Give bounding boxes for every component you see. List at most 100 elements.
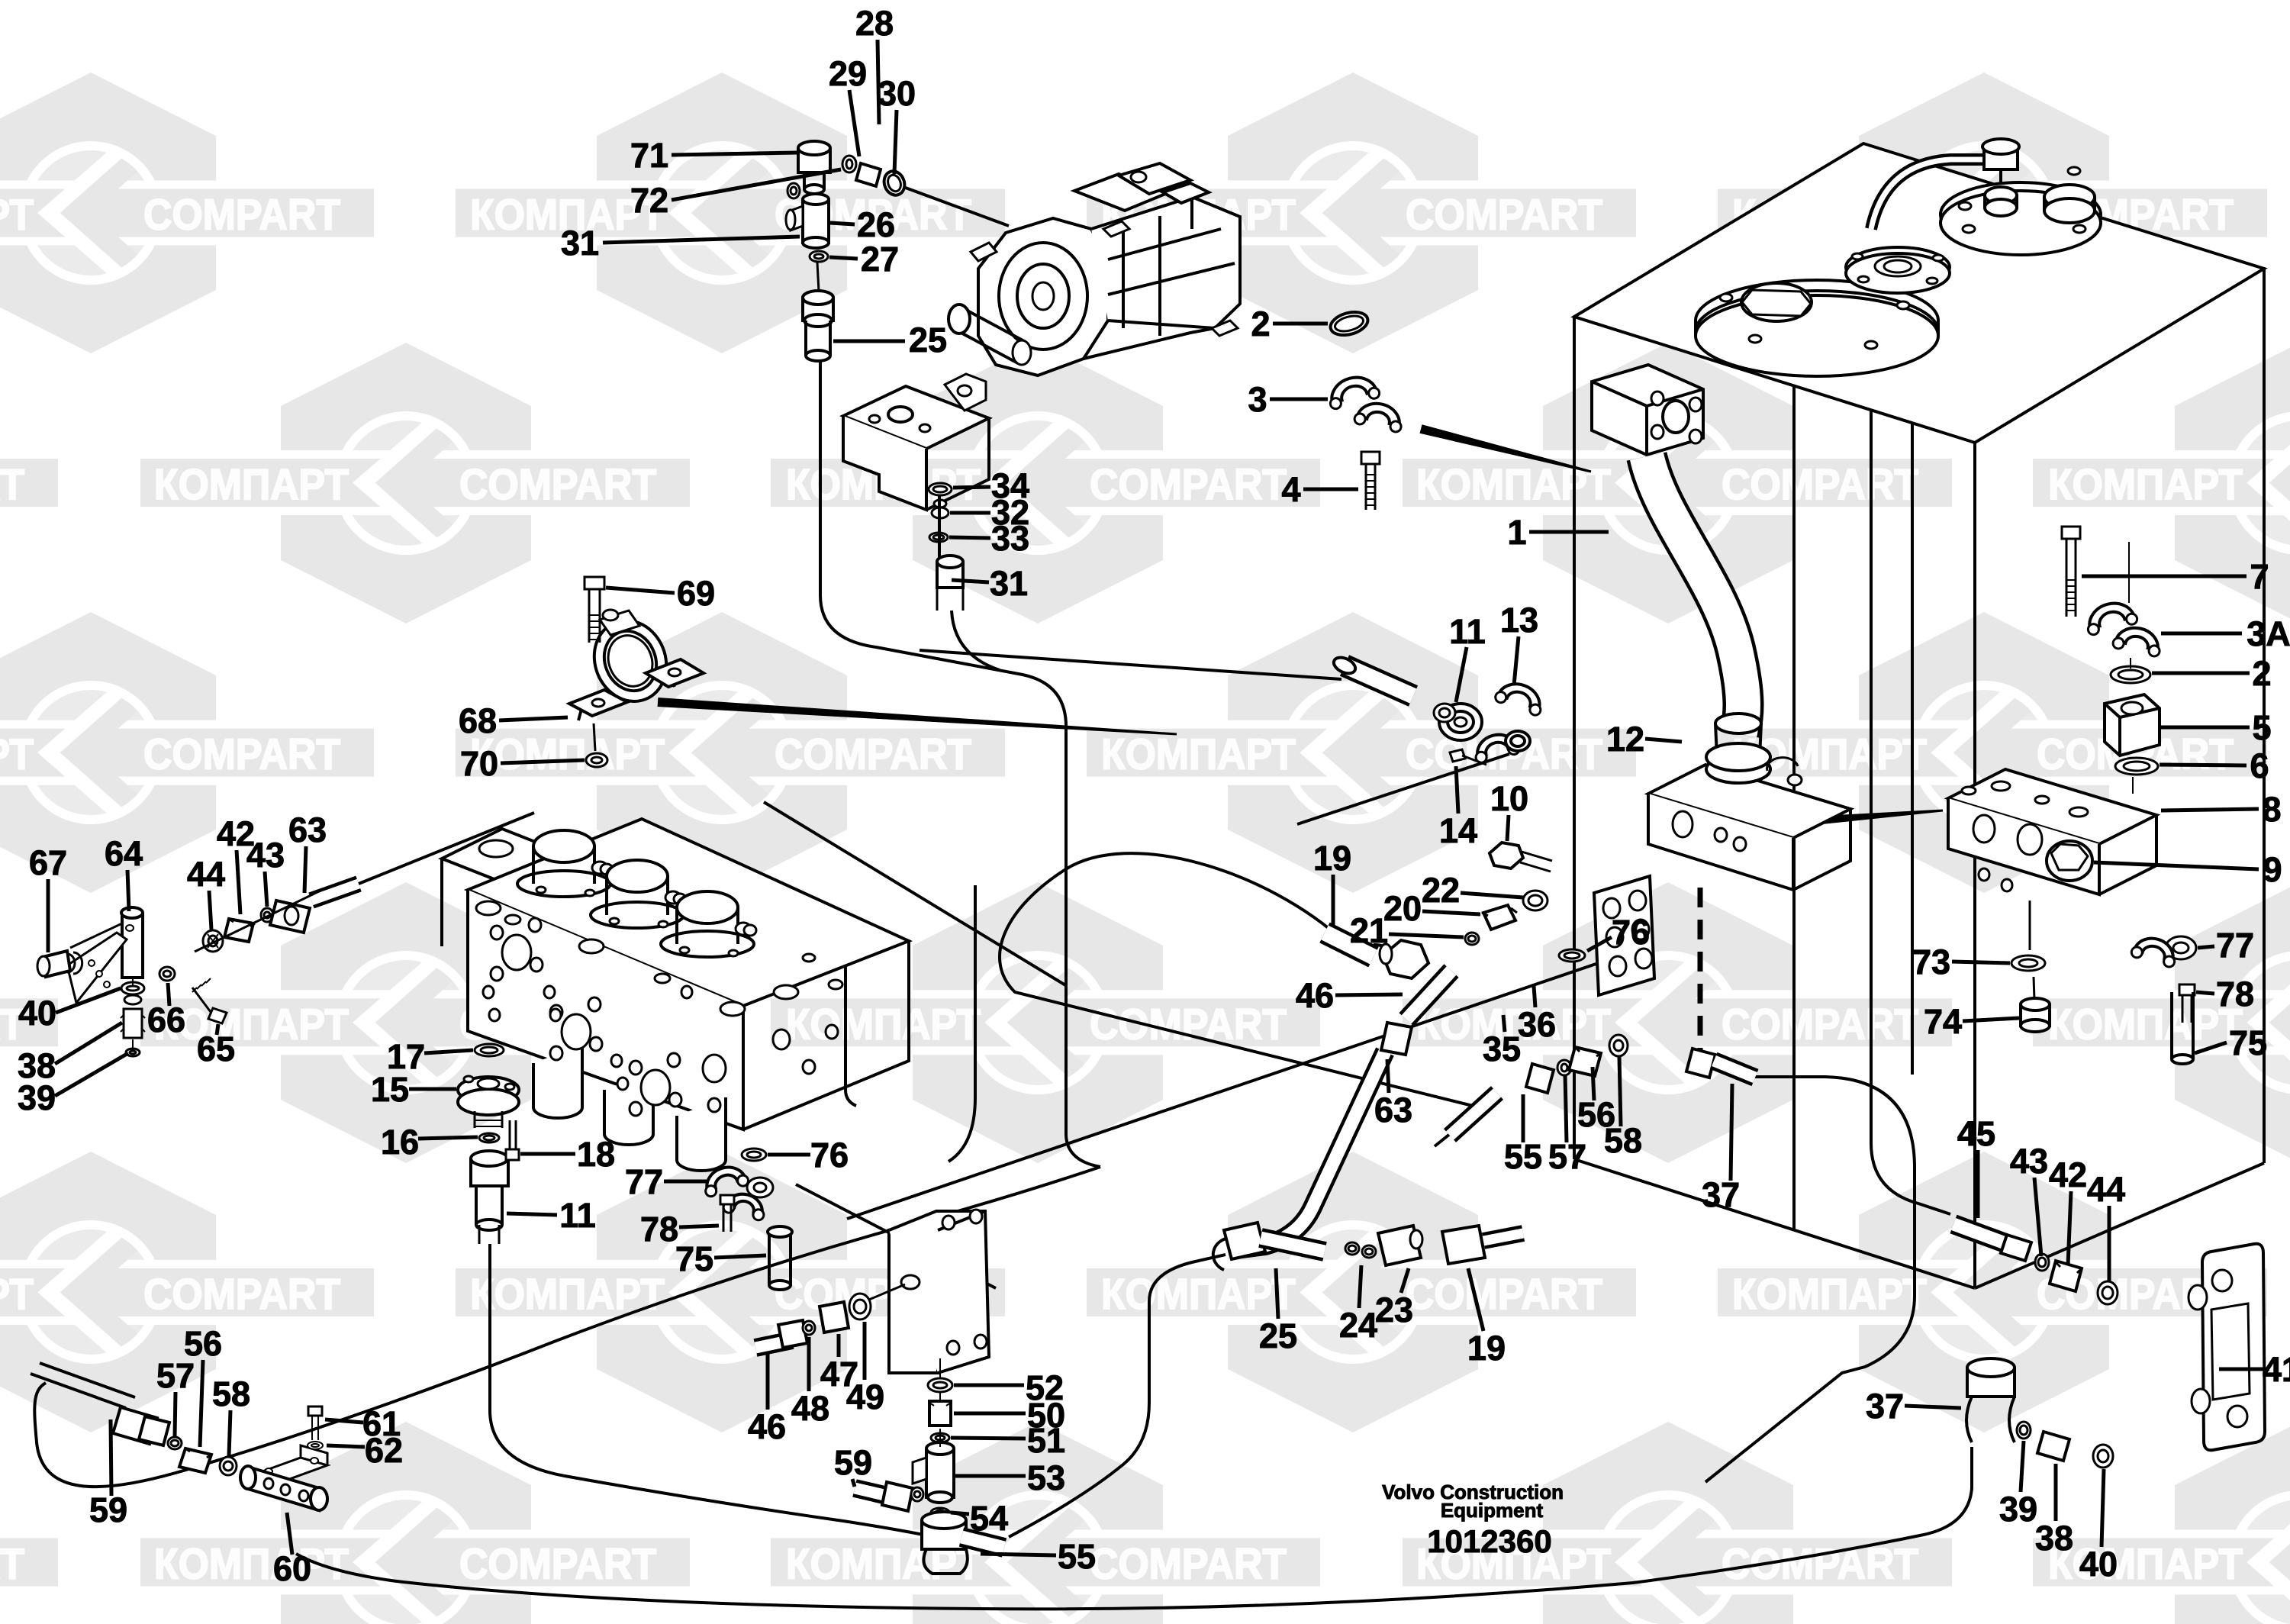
svg-text:КОМПАРТ: КОМПАРТ bbox=[1416, 1000, 1611, 1049]
svg-text:60: 60 bbox=[273, 1549, 311, 1588]
svg-text:COMPART: COMPART bbox=[0, 1540, 24, 1589]
svg-text:COMPART: COMPART bbox=[1722, 1540, 1918, 1589]
svg-text:КОМПАРТ: КОМПАРТ bbox=[470, 730, 665, 779]
svg-text:39: 39 bbox=[1999, 1490, 2037, 1529]
svg-text:31: 31 bbox=[990, 564, 1028, 603]
svg-text:77: 77 bbox=[625, 1162, 663, 1201]
svg-text:66: 66 bbox=[147, 1000, 185, 1039]
svg-text:COMPART: COMPART bbox=[1722, 1000, 1918, 1049]
svg-text:КОМПАРТ: КОМПАРТ bbox=[470, 191, 665, 240]
svg-text:3A: 3A bbox=[2247, 614, 2290, 653]
svg-text:62: 62 bbox=[365, 1431, 403, 1470]
svg-text:COMPART: COMPART bbox=[1406, 1270, 1602, 1319]
svg-text:37: 37 bbox=[1702, 1175, 1740, 1214]
svg-text:26: 26 bbox=[857, 205, 895, 244]
svg-text:КОМПАРТ: КОМПАРТ bbox=[1416, 460, 1611, 509]
svg-text:58: 58 bbox=[212, 1374, 250, 1413]
svg-text:52: 52 bbox=[1026, 1368, 1064, 1407]
svg-text:Volvo Construction: Volvo Construction bbox=[1382, 1481, 1564, 1503]
svg-text:COMPART: COMPART bbox=[143, 1270, 340, 1319]
svg-text:47: 47 bbox=[820, 1355, 858, 1394]
svg-text:76: 76 bbox=[810, 1136, 849, 1174]
svg-text:КОМПАРТ: КОМПАРТ bbox=[1101, 730, 1296, 779]
svg-text:КОМПАРТ: КОМПАРТ bbox=[0, 730, 34, 779]
svg-text:20: 20 bbox=[1383, 889, 1422, 928]
svg-text:COMPART: COMPART bbox=[0, 1000, 24, 1049]
svg-text:54: 54 bbox=[970, 1499, 1008, 1538]
svg-text:22: 22 bbox=[1422, 871, 1460, 910]
svg-text:75: 75 bbox=[675, 1239, 713, 1278]
svg-text:59: 59 bbox=[89, 1490, 127, 1529]
svg-text:COMPART: COMPART bbox=[1090, 460, 1287, 509]
svg-text:76: 76 bbox=[1612, 913, 1650, 952]
svg-text:30: 30 bbox=[878, 74, 916, 113]
svg-text:24: 24 bbox=[1339, 1306, 1377, 1345]
svg-text:КОМПАРТ: КОМПАРТ bbox=[0, 1270, 34, 1319]
svg-text:63: 63 bbox=[1374, 1091, 1412, 1129]
svg-text:50: 50 bbox=[1027, 1396, 1065, 1435]
svg-text:КОМПАРТ: КОМПАРТ bbox=[786, 1000, 981, 1049]
svg-text:37: 37 bbox=[1866, 1387, 1904, 1426]
svg-text:КОМПАРТ: КОМПАРТ bbox=[1732, 1270, 1927, 1319]
svg-text:42: 42 bbox=[217, 814, 255, 853]
svg-text:74: 74 bbox=[1924, 1002, 1962, 1041]
svg-text:36: 36 bbox=[1518, 1005, 1556, 1044]
svg-text:23: 23 bbox=[1375, 1290, 1413, 1329]
svg-text:44: 44 bbox=[2087, 1170, 2125, 1209]
svg-text:13: 13 bbox=[1500, 601, 1538, 640]
svg-text:КОМПАРТ: КОМПАРТ bbox=[0, 191, 34, 240]
svg-text:46: 46 bbox=[1296, 976, 1334, 1015]
svg-text:57: 57 bbox=[156, 1356, 195, 1395]
svg-text:33: 33 bbox=[991, 519, 1029, 558]
svg-text:49: 49 bbox=[846, 1378, 884, 1416]
svg-text:14: 14 bbox=[1439, 811, 1477, 850]
svg-text:2: 2 bbox=[1251, 304, 1270, 343]
svg-text:КОМПАРТ: КОМПАРТ bbox=[1416, 1540, 1611, 1589]
svg-text:25: 25 bbox=[1259, 1316, 1297, 1355]
svg-text:17: 17 bbox=[387, 1037, 425, 1076]
svg-text:56: 56 bbox=[1577, 1095, 1615, 1134]
svg-text:6: 6 bbox=[2250, 746, 2269, 785]
svg-text:COMPART: COMPART bbox=[459, 460, 656, 509]
svg-text:77: 77 bbox=[2216, 926, 2254, 965]
svg-text:3: 3 bbox=[1248, 380, 1267, 419]
svg-text:58: 58 bbox=[1604, 1121, 1642, 1160]
svg-text:COMPART: COMPART bbox=[143, 191, 340, 240]
svg-text:COMPART: COMPART bbox=[1406, 191, 1602, 240]
svg-text:63: 63 bbox=[288, 810, 327, 849]
svg-text:КОМПАРТ: КОМПАРТ bbox=[154, 460, 349, 509]
svg-text:19: 19 bbox=[1467, 1329, 1506, 1368]
svg-text:12: 12 bbox=[1606, 720, 1644, 759]
svg-text:31: 31 bbox=[561, 224, 599, 263]
svg-text:11: 11 bbox=[559, 1196, 596, 1235]
svg-text:69: 69 bbox=[677, 574, 715, 613]
svg-text:43: 43 bbox=[246, 836, 285, 875]
svg-text:25: 25 bbox=[909, 321, 947, 359]
svg-text:11: 11 bbox=[1449, 612, 1486, 651]
svg-text:COMPART: COMPART bbox=[143, 730, 340, 779]
svg-text:COMPART: COMPART bbox=[775, 730, 971, 779]
svg-text:8: 8 bbox=[2262, 790, 2281, 829]
svg-text:27: 27 bbox=[861, 240, 899, 279]
svg-text:45: 45 bbox=[1957, 1114, 1995, 1153]
svg-text:19: 19 bbox=[1313, 839, 1351, 878]
svg-text:55: 55 bbox=[1504, 1137, 1542, 1176]
svg-text:1012360: 1012360 bbox=[1427, 1523, 1552, 1559]
svg-text:9: 9 bbox=[2263, 850, 2282, 889]
svg-text:38: 38 bbox=[2035, 1519, 2073, 1558]
svg-text:57: 57 bbox=[1548, 1137, 1586, 1176]
svg-text:35: 35 bbox=[1483, 1030, 1521, 1068]
svg-text:78: 78 bbox=[2216, 975, 2254, 1013]
svg-text:43: 43 bbox=[2010, 1142, 2048, 1181]
svg-text:КОМПАРТ: КОМПАРТ bbox=[1101, 1270, 1296, 1319]
svg-text:67: 67 bbox=[29, 843, 67, 882]
svg-text:КОМПАРТ: КОМПАРТ bbox=[2048, 1000, 2243, 1049]
svg-text:КОМПАРТ: КОМПАРТ bbox=[2048, 460, 2243, 509]
svg-text:КОМПАРТ: КОМПАРТ bbox=[2048, 1540, 2243, 1589]
svg-text:42: 42 bbox=[2049, 1155, 2087, 1194]
svg-text:64: 64 bbox=[105, 834, 143, 873]
svg-text:55: 55 bbox=[1058, 1537, 1096, 1576]
svg-text:68: 68 bbox=[459, 701, 497, 740]
svg-text:53: 53 bbox=[1027, 1458, 1065, 1497]
svg-text:16: 16 bbox=[381, 1123, 419, 1162]
